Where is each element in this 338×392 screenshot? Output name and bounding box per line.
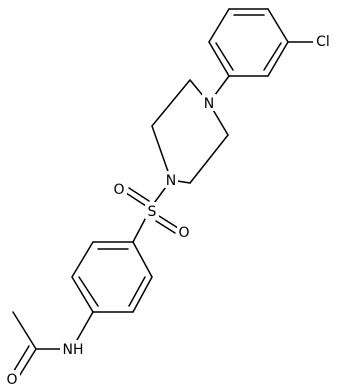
bond [208, 8, 230, 43]
atom-n-bottom: N [164, 171, 178, 189]
bond [151, 79, 191, 127]
atom-label-cl: Cl [316, 34, 330, 50]
atom-label-n: N [166, 173, 176, 189]
atom-cl: Cl [313, 32, 335, 50]
atom-o-right: O [177, 223, 192, 241]
bond [208, 41, 230, 77]
double-bond-inner [263, 42, 282, 71]
atom-o-left: O [112, 180, 127, 198]
double-bond-s-o-right [155, 220, 176, 234]
bond [267, 41, 289, 77]
double-bond-s-o-left [128, 187, 150, 202]
atom-label-o: O [6, 372, 17, 388]
double-bond-c-o [11, 345, 30, 375]
bond [71, 276, 94, 313]
atom-s: S [145, 202, 159, 220]
atom-o-carbonyl: O [5, 370, 20, 388]
chlorophenyl-ring [208, 8, 289, 77]
bond-aryl-nh [76, 311, 94, 341]
atom-label-o: O [113, 182, 124, 198]
bond [132, 276, 153, 313]
bond [132, 241, 153, 278]
double-bond-inner [78, 276, 99, 307]
sulfonyl-oxygens [125, 187, 179, 234]
bond [267, 8, 289, 43]
atom-label-n: N [204, 96, 214, 112]
double-bond-s-o-right [158, 215, 179, 229]
atom-label-s: S [148, 204, 157, 220]
bond [71, 241, 94, 278]
piperazine-ring [151, 79, 229, 184]
atom-label-nh: NH [63, 342, 84, 358]
bond-c-methyl [12, 311, 37, 350]
atom-nh: NH [60, 340, 86, 358]
bond [189, 134, 229, 184]
double-bond-s-o-left [125, 192, 147, 207]
double-bond-inner [215, 42, 234, 71]
atom-label-o: O [178, 225, 189, 241]
atom-n-top: N [202, 94, 216, 112]
double-bond-c-o [17, 348, 37, 379]
double-bond-inner [128, 276, 146, 307]
acetanilide-ring [71, 241, 153, 313]
